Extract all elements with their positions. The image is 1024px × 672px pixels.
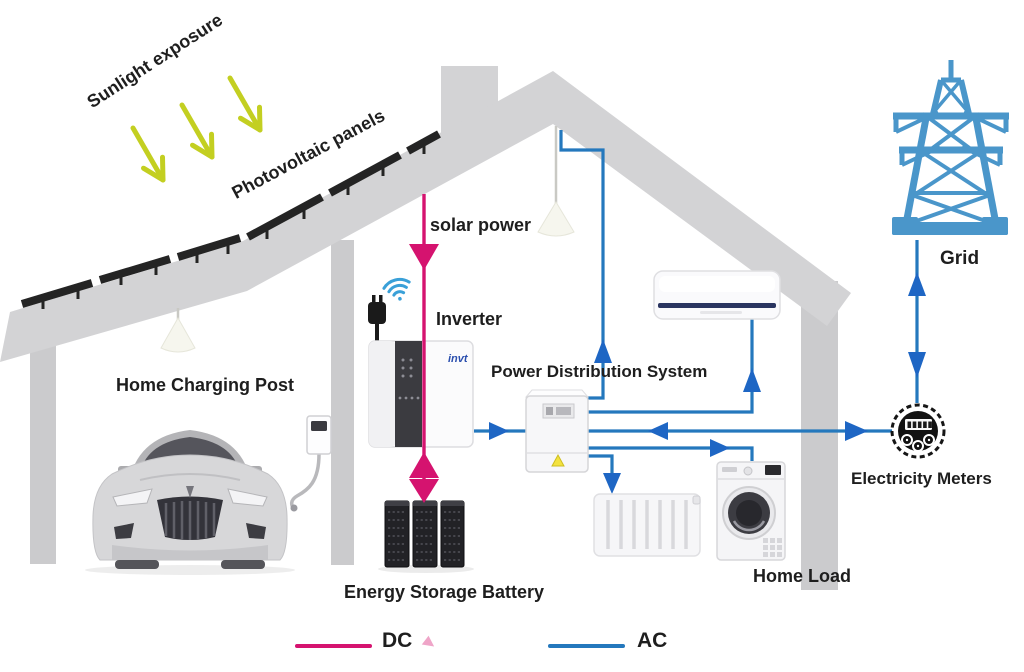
charging-post-icon — [290, 415, 332, 512]
washing-machine-icon — [716, 461, 786, 561]
label-grid: Grid — [940, 248, 980, 269]
inverter-icon — [368, 340, 474, 448]
ac-line-air-conditioner — [586, 319, 754, 414]
photovoltaic-panels-icon — [20, 130, 441, 309]
label-inverter: Inverter — [436, 309, 503, 329]
distribution-box-icon — [524, 389, 590, 473]
legend-ac-label: AC — [637, 629, 668, 652]
ac-line-roof-peak — [559, 130, 605, 400]
car-icon — [85, 430, 295, 575]
legend-dc-label: DC — [382, 629, 413, 652]
air-conditioner-icon — [653, 270, 781, 320]
radiator-icon — [593, 493, 701, 557]
label-solar-power: solar power — [430, 215, 532, 235]
label-home-charging-post: Home Charging Post — [116, 375, 295, 395]
ac-line-washer — [586, 446, 754, 461]
roof — [0, 71, 851, 362]
pendant-lamp-icon — [537, 126, 575, 237]
dc-line-solar — [409, 194, 439, 503]
inverter-logo: invt — [448, 353, 468, 365]
ac-arrowheads — [489, 272, 926, 494]
pendant-lamp-icon — [160, 308, 196, 353]
wifi-icon — [382, 277, 411, 301]
label-home-load: Home Load — [753, 566, 852, 586]
legend-ac-line — [548, 644, 625, 648]
electricity-meter-icon — [890, 403, 946, 459]
ac-lines — [474, 130, 919, 476]
legend-dc-line — [295, 644, 372, 648]
label-electricity-meters: Electricity Meters — [851, 469, 992, 488]
label-power-distribution-system: Power Distribution System — [491, 362, 708, 381]
label-energy-storage-battery: Energy Storage Battery — [344, 582, 545, 602]
transmission-tower-icon — [892, 60, 1009, 235]
house-structure — [0, 66, 851, 590]
ac-line-radiator — [586, 454, 614, 476]
sun-arrow-icon — [130, 75, 263, 183]
battery-stack-icon — [378, 500, 474, 573]
